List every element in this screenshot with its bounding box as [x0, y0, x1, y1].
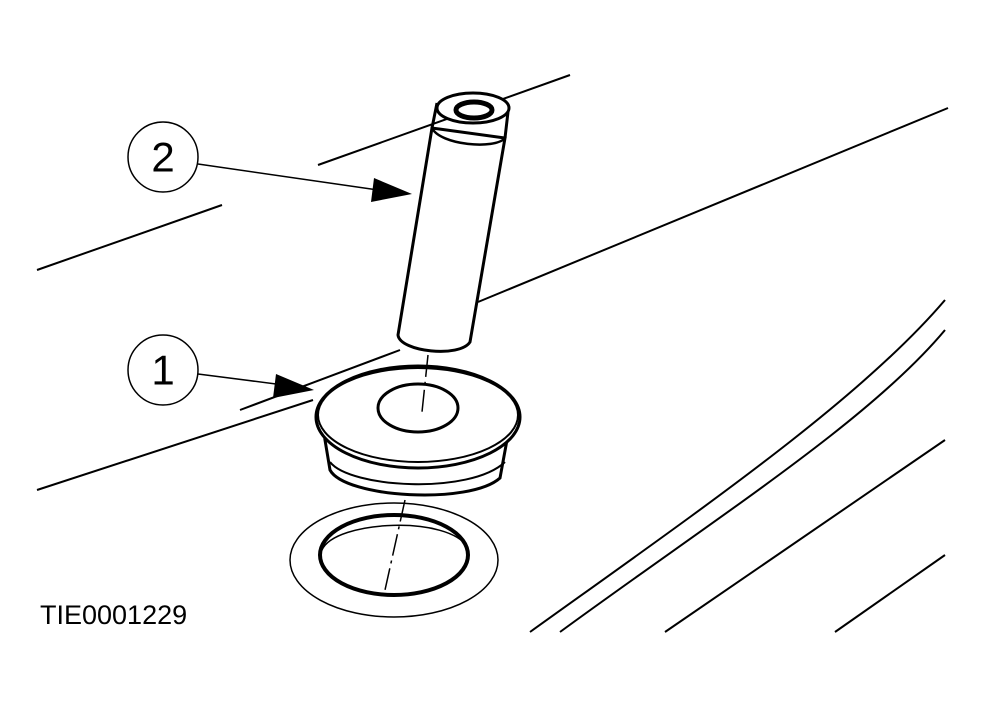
surface-line-lower [36, 399, 314, 491]
tube-bore [453, 99, 495, 121]
callout-1-leader [197, 373, 277, 385]
surface-line-middle [477, 107, 949, 303]
hole-inner-shadow [321, 524, 469, 551]
callout-2: 2 [127, 121, 412, 202]
centerline [384, 354, 429, 591]
surface-line-lower-2 [239, 349, 401, 411]
grommet-hole [376, 382, 460, 434]
callout-1: 1 [127, 334, 314, 406]
callout-1-arrowhead [273, 374, 314, 398]
surface-curve-1 [529, 299, 946, 633]
tube-body [396, 126, 507, 353]
surface-line-right-1 [664, 439, 946, 633]
surface-line-top [36, 204, 223, 271]
callout-1-label: 1 [151, 347, 174, 394]
grommet [314, 364, 522, 497]
tube-collar-line [430, 127, 506, 146]
grommet-ridge [329, 461, 506, 486]
surface-line-top-right [317, 74, 571, 166]
callout-2-circle [127, 121, 199, 193]
centerline-lower [384, 499, 406, 591]
hole-outer-rim [289, 502, 499, 618]
callout-2-label: 2 [151, 134, 174, 181]
hole-inner-rim [318, 513, 470, 597]
surface-line-right-2 [834, 554, 946, 633]
surface-lines [36, 74, 949, 633]
surface-curve-2 [559, 329, 946, 633]
centerline-upper [421, 354, 429, 413]
tube [396, 91, 511, 353]
mounting-hole [289, 502, 499, 618]
callout-2-leader [197, 163, 379, 191]
callout-1-circle [127, 334, 199, 406]
callout-2-arrowhead [371, 178, 412, 202]
figure-reference-code: TIE0001229 [40, 600, 188, 630]
